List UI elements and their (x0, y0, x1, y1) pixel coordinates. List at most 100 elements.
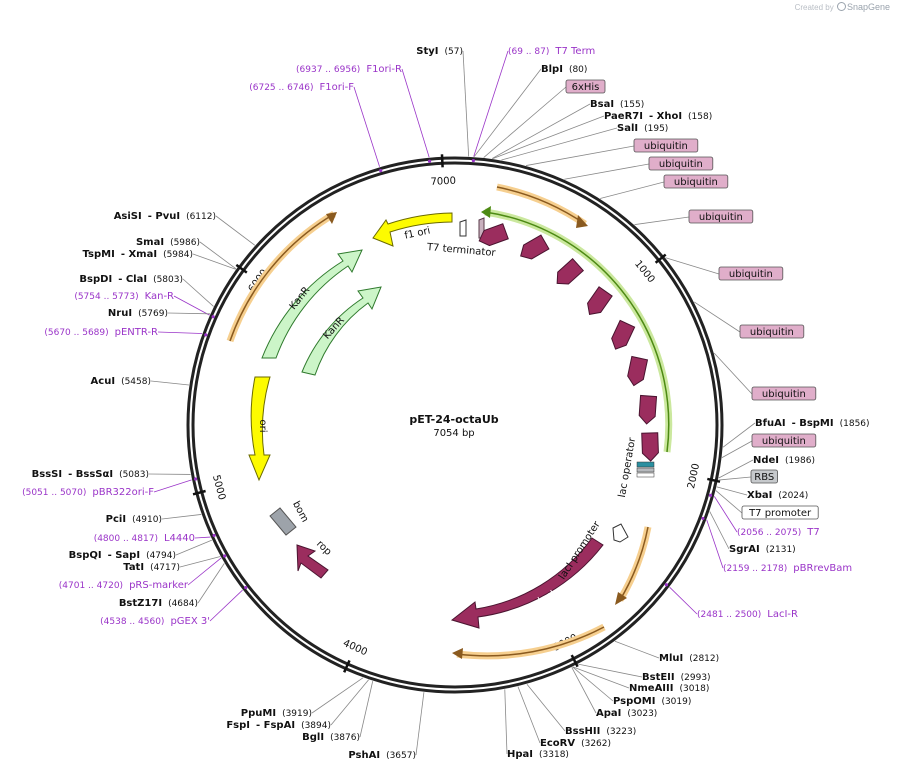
label-asisi: AsiSI- PvuI(6112) (114, 211, 216, 222)
label-paer7i: PaeR7I- XhoI(158) (604, 111, 712, 122)
orf-arc-left-line (229, 213, 335, 342)
label-pspomi: PspOMI(3019) (613, 696, 691, 707)
plasmid-name: pET-24-octaUb (409, 413, 498, 426)
svg-text:TspMI- XmaI(5984): TspMI- XmaI(5984) (83, 249, 193, 260)
svg-text:NmeAIII(3018): NmeAIII(3018) (629, 683, 709, 694)
kanr-arrow-outer (261, 249, 363, 359)
ori-arrow (248, 376, 271, 482)
label-pbrrevbam: (2159 .. 2178)pBRrevBam (723, 563, 852, 574)
label-pbr322ori-f: (5051 .. 5070)pBR322ori-F (22, 487, 154, 498)
label-hpai: HpaI(3318) (507, 749, 569, 760)
lac-operator-label: lac operator (617, 436, 639, 498)
orf-arc-right-line (619, 526, 649, 601)
tick-1000 (654, 253, 667, 264)
tick-label: 4000 (341, 638, 369, 658)
ubiquitin-arrow-7 (638, 394, 658, 425)
label-styi: StyI(57) (416, 46, 463, 57)
svg-text:StyI(57): StyI(57) (416, 46, 463, 57)
label-blpi: BlpI(80) (541, 64, 587, 75)
orf-arc-right-arrow (615, 592, 627, 605)
label-ubiquitin: ubiquitin (739, 324, 805, 339)
label-bsssi: BssSI- BssSαI(5083) (32, 469, 149, 480)
label-bsteii: BstEII(2993) (642, 672, 711, 683)
svg-text:BssHII(3223): BssHII(3223) (565, 726, 636, 737)
label-ubiquitin: ubiquitin (751, 386, 817, 401)
label-bstz17i: BstZ17I(4684) (119, 598, 198, 609)
label-ubiquitin: ubiquitin (663, 174, 729, 189)
svg-text:(5754 .. 5773)Kan-R: (5754 .. 5773)Kan-R (74, 291, 174, 302)
ubiquitin-arrow-6 (627, 355, 649, 387)
label-pentr-r: (5670 .. 5689)pENTR-R (44, 327, 158, 338)
label-tati: TatI(4717) (123, 562, 180, 573)
credit-prefix: Created by (794, 3, 834, 12)
svg-text:AcuI(5458): AcuI(5458) (91, 376, 151, 387)
tick-label: 2000 (686, 463, 702, 490)
svg-text:(2056 .. 2075)T7: (2056 .. 2075)T7 (737, 527, 820, 538)
label-bspdi: BspDI- ClaI(5803) (79, 274, 183, 285)
orf-arc-bottom-arrow (452, 648, 463, 659)
svg-text:ubiquitin: ubiquitin (762, 436, 806, 447)
label-t7-term: (69 .. 87)T7 Term (508, 46, 595, 57)
svg-text:PpuMI(3919): PpuMI(3919) (241, 708, 312, 719)
leader-lines (148, 50, 756, 756)
label-ubiquitin: ubiquitin (648, 156, 714, 171)
svg-text:SgrAI(2131): SgrAI(2131) (729, 544, 796, 555)
label-bgli: BglI(3876) (302, 732, 360, 743)
svg-text:ubiquitin: ubiquitin (750, 327, 794, 338)
credit-brand: SnapGene (846, 2, 890, 12)
svg-text:MluI(2812): MluI(2812) (659, 653, 719, 664)
svg-text:(6725 .. 6746)F1ori-F: (6725 .. 6746)F1ori-F (249, 82, 354, 93)
svg-text:BglI(3876): BglI(3876) (302, 732, 360, 743)
lac-operator-box (636, 461, 655, 468)
label-sgrai: SgrAI(2131) (729, 544, 796, 555)
tick-5000 (192, 489, 206, 496)
svg-text:FspI- FspAI(3894): FspI- FspAI(3894) (226, 720, 331, 731)
label-sali: SalI(195) (617, 123, 668, 134)
label-ubiquitin: ubiquitin (688, 209, 754, 224)
tick-label: 5000 (210, 474, 227, 501)
plasmid-size: 7054 bp (433, 428, 474, 439)
tick-4000 (343, 659, 351, 673)
svg-text:HpaI(3318): HpaI(3318) (507, 749, 569, 760)
label-smai: SmaI(5986) (136, 237, 200, 248)
svg-text:AsiSI- PvuI(6112): AsiSI- PvuI(6112) (114, 211, 216, 222)
snapgene-logo-icon (836, 2, 846, 11)
kanr-arrow-inner (301, 286, 382, 376)
label-bsshii: BssHII(3223) (565, 726, 636, 737)
label-apai: ApaI(3023) (596, 708, 657, 719)
orf-arc-green-arrow (481, 206, 491, 218)
f1-ori-arrow (372, 212, 453, 247)
svg-text:SalI(195): SalI(195) (617, 123, 668, 134)
label-pcii: PciI(4910) (106, 514, 162, 525)
svg-text:BspDI- ClaI(5803): BspDI- ClaI(5803) (79, 274, 183, 285)
label-ppumi: PpuMI(3919) (241, 708, 312, 719)
orf-arc-left-arrow (326, 212, 337, 224)
svg-text:XbaI(2024): XbaI(2024) (747, 490, 808, 501)
svg-text:PspOMI(3019): PspOMI(3019) (613, 696, 691, 707)
svg-text:EcoRV(3262): EcoRV(3262) (540, 738, 611, 749)
orf-arc-green-line (484, 211, 670, 453)
backbone-inner-ring (191, 161, 719, 689)
bom-box (269, 507, 297, 536)
svg-text:ApaI(3023): ApaI(3023) (596, 708, 657, 719)
label-f1ori-f: (6725 .. 6746)F1ori-F (249, 82, 354, 93)
svg-text:(69 .. 87)T7 Term: (69 .. 87)T7 Term (508, 46, 595, 57)
svg-text:ubiquitin: ubiquitin (762, 389, 806, 400)
label-nrui: NruI(5769) (108, 308, 168, 319)
tick-label: 7000 (430, 176, 456, 188)
ubiquitin-arrow-2 (520, 234, 550, 260)
ori-label: ori (257, 419, 268, 432)
label-nmeaiii: NmeAIII(3018) (629, 683, 709, 694)
t7-promoter-box (636, 472, 655, 478)
label-ubiquitin: ubiquitin (633, 138, 699, 153)
ubiquitin-arrows (478, 223, 659, 462)
svg-text:ubiquitin: ubiquitin (699, 212, 743, 223)
label-ubiquitin: ubiquitin (751, 433, 817, 448)
label-6xhis: 6xHis (565, 79, 606, 94)
label-kan-r: (5754 .. 5773)Kan-R (74, 291, 174, 302)
ubiquitin-arrow-1 (478, 223, 509, 247)
laci-arrow (450, 537, 604, 629)
t7-terminator-shape (459, 219, 467, 237)
